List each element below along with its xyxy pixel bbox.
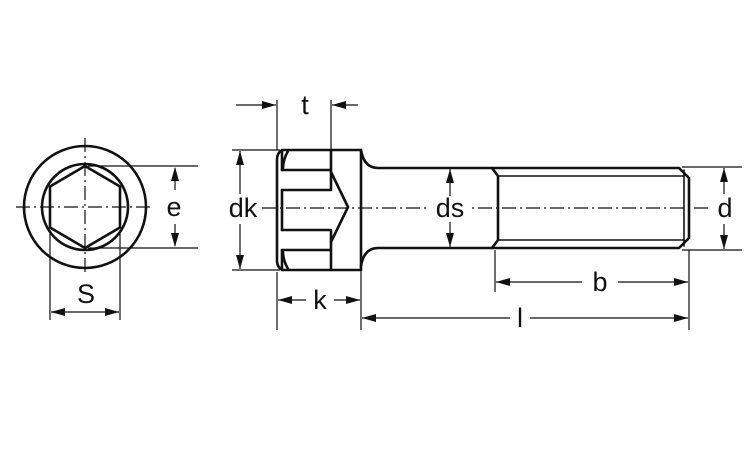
k-arrow-right	[346, 296, 360, 304]
b-arrow-right	[674, 278, 688, 286]
ds-arrow-top	[446, 169, 454, 183]
end-view: e S	[16, 138, 198, 320]
label-b: b	[592, 267, 607, 297]
d-arrow-bottom	[720, 235, 728, 249]
s-arrow-left	[51, 308, 65, 316]
dk-arrow-bottom	[236, 255, 244, 269]
d-arrow-top	[720, 168, 728, 182]
k-arrow-left	[278, 296, 292, 304]
side-view: t dk ds d k	[222, 90, 742, 333]
label-l: l	[517, 303, 523, 333]
t-arrow-right	[332, 101, 346, 109]
label-ds: ds	[436, 193, 465, 223]
label-e: e	[166, 192, 181, 222]
e-arrow-bottom	[171, 233, 179, 247]
e-arrow-top	[171, 167, 179, 181]
dk-arrow-top	[236, 151, 244, 165]
t-arrow-left	[262, 101, 276, 109]
label-k: k	[313, 285, 327, 315]
b-arrow-left	[496, 278, 510, 286]
s-arrow-right	[105, 308, 119, 316]
head-socket-cone	[329, 170, 350, 244]
head-outline	[275, 148, 363, 272]
label-t: t	[301, 90, 309, 120]
l-arrow-right	[674, 314, 688, 322]
head-socket-shade	[281, 149, 290, 271]
label-d: d	[717, 193, 732, 223]
label-dk: dk	[229, 193, 258, 223]
label-s: S	[77, 279, 95, 309]
head-socket-flats	[280, 148, 333, 272]
ds-arrow-bottom	[446, 233, 454, 247]
l-arrow-left	[362, 314, 376, 322]
